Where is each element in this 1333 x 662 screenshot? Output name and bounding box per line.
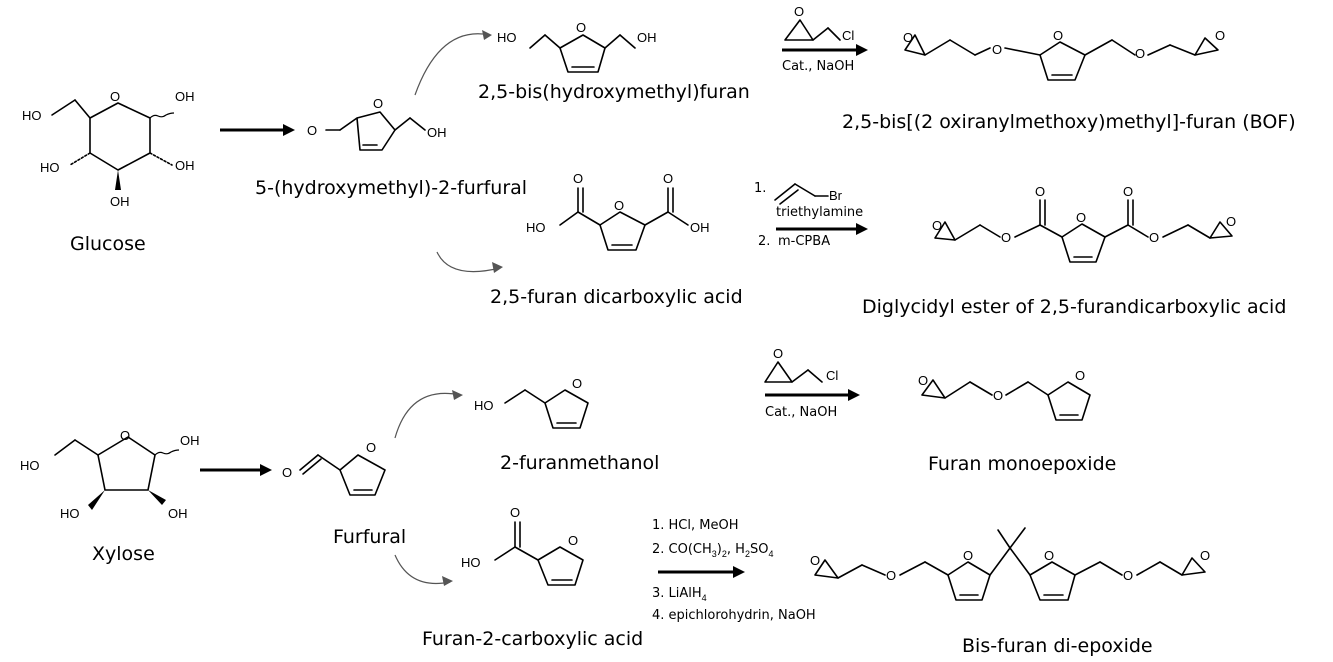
epi2-cl: Cl — [826, 368, 838, 383]
label-dgefdc: Diglycidyl ester of 2,5-furandicarboxyli… — [862, 296, 1286, 318]
hmf-ring-o: O — [373, 96, 383, 111]
dge-epoxide-o-2: O — [1226, 214, 1236, 229]
bhmf-ho: HO — [497, 30, 517, 45]
mono-ether-o: O — [993, 388, 1003, 403]
bis-ring-o-1: O — [963, 548, 973, 563]
cond-r4-3: 3. LiAlH4 — [652, 586, 707, 603]
dge-ester-o-1: O — [1001, 230, 1011, 245]
glucose-ho-6: HO — [22, 108, 42, 123]
mono-ring-o: O — [1075, 368, 1085, 383]
allyl-br: Br — [829, 188, 843, 203]
dge-ring-o: O — [1076, 210, 1086, 225]
bof-structure: O O O O O — [903, 28, 1225, 81]
curve-arrow-hmf-bhmf — [414, 33, 491, 96]
carboxylic-ring-o: O — [568, 533, 578, 548]
label-xylose: Xylose — [92, 543, 155, 565]
dgefdc-structure: O O O O O O O — [932, 184, 1236, 263]
cond-r2-step2: m-CPBA — [778, 234, 830, 249]
cond-r4-4: 4. epichlorohydrin, NaOH — [652, 608, 816, 623]
dge-ester-o-2: O — [1149, 230, 1159, 245]
xylose-ho-3: HO — [60, 506, 80, 521]
hmf-oh: OH — [427, 125, 447, 140]
glucose-oh-2: OH — [175, 158, 195, 173]
label-bof: 2,5-bis[(2 oxiranylmethoxy)methyl]-furan… — [842, 111, 1296, 133]
epi2-o: O — [773, 346, 783, 361]
epichlorohydrin-reagent-1: O Cl — [784, 4, 854, 43]
epi1-cl: Cl — [842, 28, 854, 43]
bis-ring-o-2: O — [1044, 548, 1054, 563]
carboxylic-structure: HO O O — [461, 505, 584, 586]
xylose-ring-o: O — [120, 428, 130, 443]
bof-epoxide-o-2: O — [1215, 28, 1225, 43]
monoepoxide-structure: O O O — [918, 368, 1091, 421]
dge-carbonyl-o-1: O — [1035, 184, 1045, 199]
bof-epoxide-o-1: O — [903, 30, 913, 45]
cond-r2-step1: triethylamine — [776, 205, 863, 220]
fdca-carbonyl-o-2: O — [663, 171, 673, 186]
cond-r2-step2-num: 2. — [758, 234, 770, 249]
fdca-ring-o: O — [614, 198, 624, 213]
curve-arrow-furfural-carboxylic — [394, 554, 451, 585]
cond-r4-2: 2. CO(CH3)2, H2SO4 — [652, 542, 773, 559]
bis-ether-o-2: O — [1123, 568, 1133, 583]
dge-epoxide-o-1: O — [932, 218, 942, 233]
fdca-carbonyl-o-1: O — [573, 171, 583, 186]
glucose-oh-1: OH — [175, 89, 195, 104]
furanmethanol-structure: HO O — [474, 376, 589, 429]
label-hmf: 5-(hydroxymethyl)-2-furfural — [255, 177, 527, 199]
glucose-oh-3: OH — [110, 194, 130, 209]
xylose-structure: O OH HO HO OH — [20, 428, 200, 521]
carboxylic-ho: HO — [461, 555, 481, 570]
furfural-carbonyl-o: O — [282, 465, 292, 480]
label-fdca: 2,5-furan dicarboxylic acid — [490, 286, 743, 308]
curve-arrow-furfural-methanol — [394, 392, 461, 439]
xylose-oh-2: OH — [168, 506, 188, 521]
label-monoepoxide: Furan monoepoxide — [928, 453, 1116, 475]
hmf-carbonyl-o: O — [307, 123, 317, 138]
furanmethanol-ho: HO — [474, 398, 494, 413]
bis-ether-o-1: O — [886, 568, 896, 583]
label-bhmf: 2,5-bis(hydroxymethyl)furan — [478, 81, 750, 103]
bof-ring-o: O — [1053, 28, 1063, 43]
bhmf-structure: HO O OH — [497, 20, 657, 73]
bis-epoxide-o-1: O — [810, 553, 820, 568]
epichlorohydrin-reagent-2: O Cl — [764, 346, 838, 383]
furfural-ring-o: O — [366, 440, 376, 455]
label-glucose: Glucose — [70, 233, 146, 255]
furanmethanol-ring-o: O — [572, 376, 582, 391]
label-carboxylic: Furan-2-carboxylic acid — [422, 628, 643, 650]
epi1-o: O — [794, 4, 804, 19]
cond-r1: Cat., NaOH — [782, 59, 854, 74]
glucose-structure: O OH HO OH HO OH — [22, 89, 195, 209]
label-furfural: Furfural — [333, 526, 406, 548]
furfural-structure: O O — [282, 440, 386, 496]
curve-arrow-hmf-fdca — [436, 251, 501, 273]
dge-carbonyl-o-2: O — [1123, 184, 1133, 199]
label-furanmethanol: 2-furanmethanol — [500, 452, 659, 474]
cond-r4-1: 1. HCl, MeOH — [652, 518, 739, 533]
fdca-structure: O O HO O OH — [526, 171, 710, 251]
bis-epoxide-o-2: O — [1200, 548, 1210, 563]
carboxylic-carbonyl-o: O — [510, 505, 520, 520]
bhmf-oh: OH — [637, 30, 657, 45]
allyl-bromide-reagent: Br — [774, 183, 843, 205]
cond-r2-step1-num: 1. — [754, 181, 766, 196]
hmf-structure: O O OH — [307, 96, 447, 151]
bof-ether-o-2: O — [1135, 46, 1145, 61]
xylose-oh-1: OH — [180, 433, 200, 448]
xylose-ho-5: HO — [20, 458, 40, 473]
mono-epoxide-o: O — [918, 373, 928, 388]
glucose-ho-4: HO — [40, 160, 60, 175]
label-bisfuran: Bis-furan di-epoxide — [962, 635, 1153, 657]
bisfuran-structure: O O O O O O — [810, 527, 1210, 601]
cond-r3: Cat., NaOH — [765, 405, 837, 420]
fdca-oh: OH — [690, 220, 710, 235]
fdca-ho: HO — [526, 220, 546, 235]
bhmf-ring-o: O — [576, 20, 586, 35]
glucose-ring-o: O — [110, 89, 120, 104]
bof-ether-o-1: O — [992, 42, 1002, 57]
